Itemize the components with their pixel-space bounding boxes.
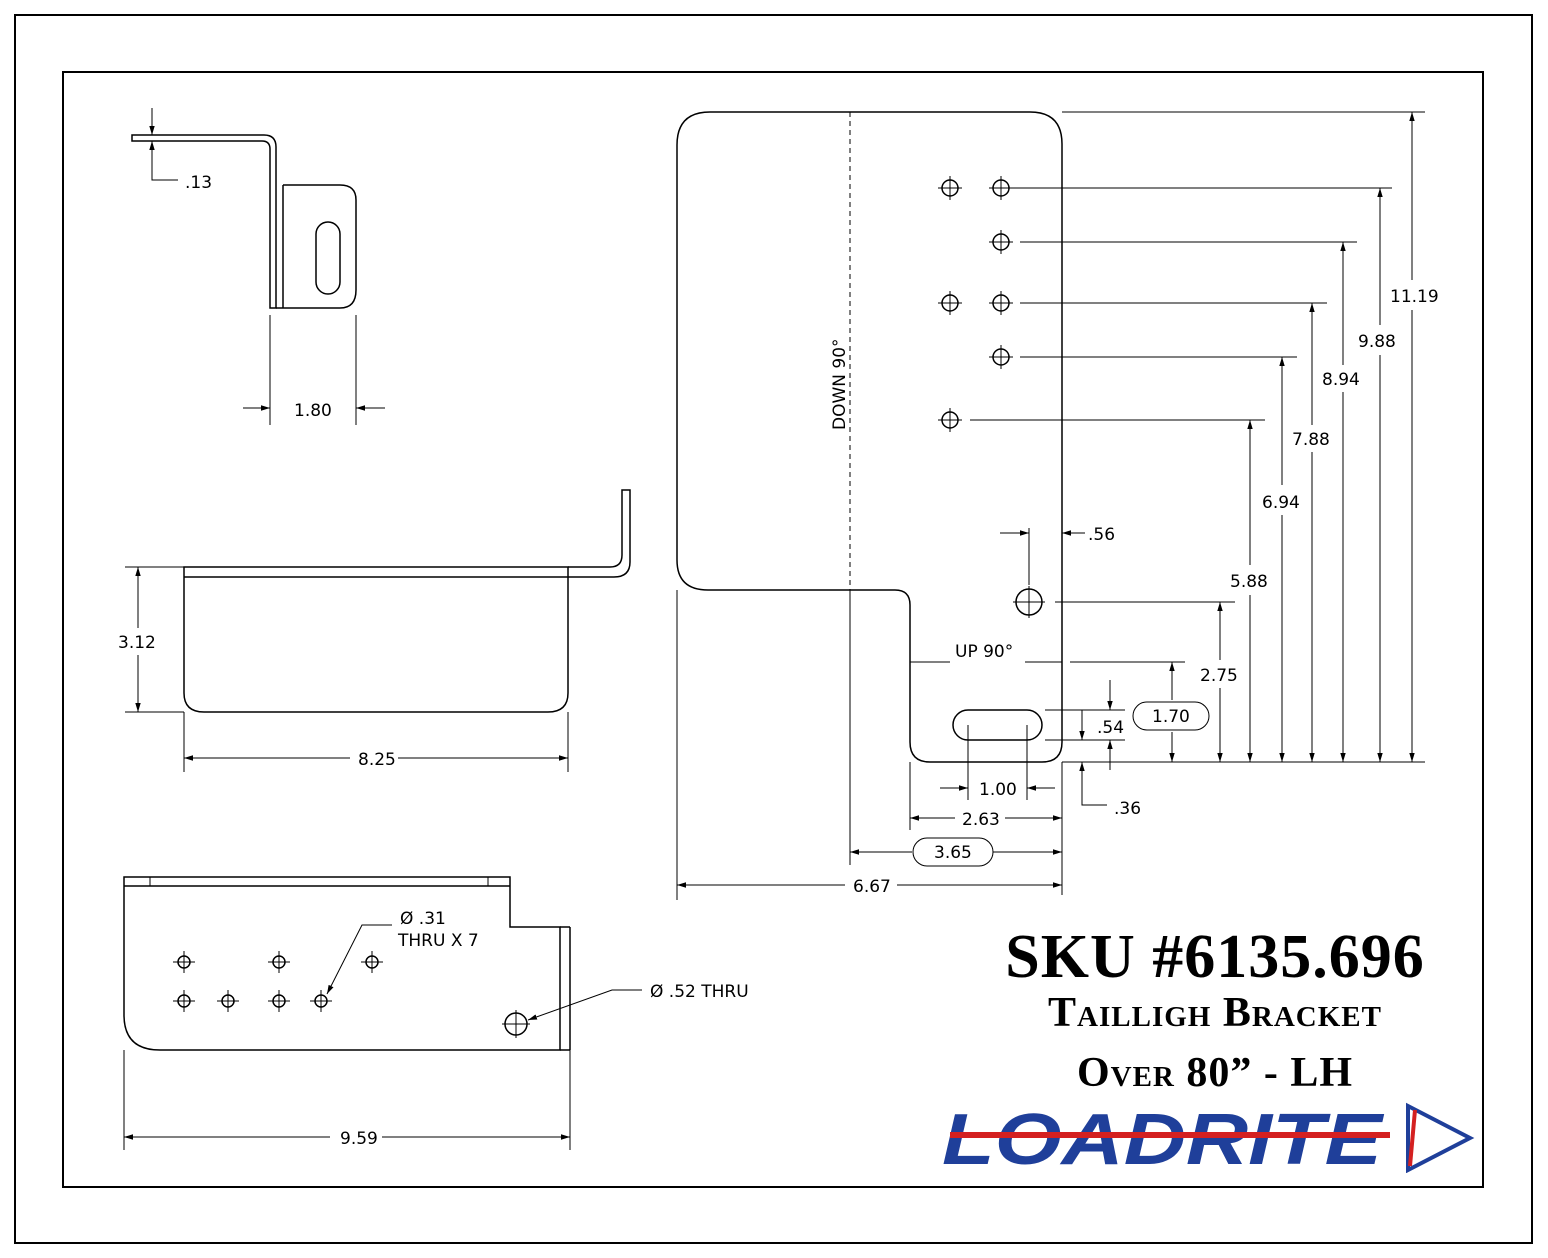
loadrite-logo: LOADRITE (942, 1100, 1475, 1173)
flat-holes (938, 176, 1045, 618)
up-label: UP 90° (955, 642, 1013, 662)
hole-note-2: THRU X 7 (397, 931, 479, 951)
dim-1-70: 1.70 (1152, 707, 1190, 727)
title-block: SKU #6135.696 Tailligh Bracket Over 80” … (945, 925, 1485, 1097)
down-label: DOWN 90° (830, 338, 850, 430)
side-view-top: .13 1.80 (131, 108, 385, 425)
dim-side-width: 1.80 (294, 401, 332, 421)
small-holes (173, 951, 383, 1012)
dim-056: .56 (1088, 525, 1115, 545)
dim-6-94: 6.94 (1262, 493, 1300, 513)
dim-263: 2.63 (962, 810, 1000, 830)
dim-5-88: 5.88 (1230, 572, 1268, 592)
big-hole-note: Ø .52 THRU (650, 982, 749, 1002)
dim-7-88: 7.88 (1292, 430, 1330, 450)
flat-pattern: DOWN 90° UP 90° 11.19 9 (676, 111, 1439, 900)
dim-thickness: .13 (185, 173, 212, 193)
front-view: 3.12 8.25 (118, 489, 631, 772)
inner-border (62, 71, 1484, 1188)
hole-note-1: Ø .31 (400, 909, 446, 929)
dim-036: .36 (1114, 799, 1141, 819)
logo-stripe (950, 1132, 1390, 1138)
dim-054: .54 (1097, 718, 1124, 738)
dim-11-19: 11.19 (1390, 287, 1439, 307)
dim-9-88: 9.88 (1358, 332, 1396, 352)
part-name: Tailligh Bracket (1048, 990, 1382, 1036)
outer-border (14, 14, 1533, 1244)
part-variant: Over 80” - LH (1076, 1050, 1354, 1096)
dim-bottom-length: 9.59 (340, 1129, 378, 1149)
slot (952, 709, 1043, 741)
dim-100: 1.00 (979, 780, 1017, 800)
sku-title: SKU #6135.696 (1005, 923, 1425, 991)
dim-front-length: 8.25 (358, 750, 396, 770)
logo-mark-icon (1406, 1102, 1475, 1173)
bottom-view: Ø .31 THRU X 7 Ø .52 THRU 9.59 (123, 876, 749, 1150)
dim-front-height: 3.12 (118, 633, 156, 653)
dim-8-94: 8.94 (1322, 370, 1360, 390)
dim-365: 3.65 (934, 843, 972, 863)
dim-667: 6.67 (853, 877, 891, 897)
dim-2-75: 2.75 (1200, 666, 1238, 686)
